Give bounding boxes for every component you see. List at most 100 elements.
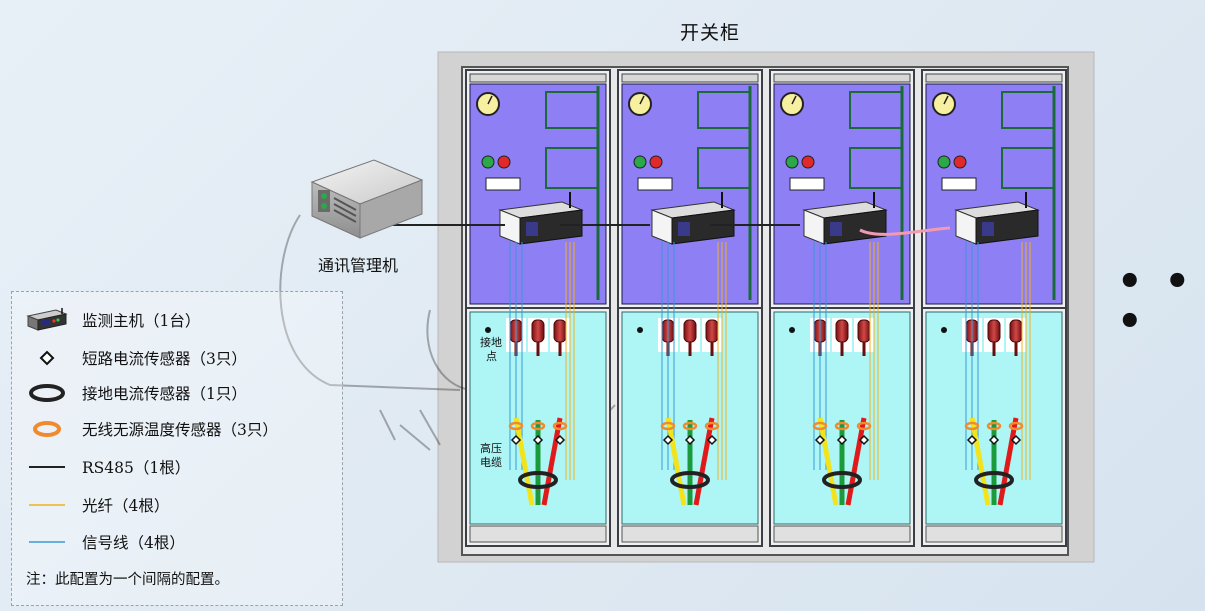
- cabinet-base: [773, 525, 911, 543]
- monitor-host-screen: [678, 222, 690, 236]
- monitor-host-icon: [12, 308, 82, 332]
- insulator-icon: [531, 319, 545, 343]
- cabinet-base: [469, 525, 607, 543]
- comm-manager-server: [310, 159, 424, 239]
- rs485-bus: [385, 224, 951, 236]
- legend-item-signal: 信号线（4根）: [12, 528, 185, 556]
- indicator-light-red: [497, 155, 511, 169]
- insulator-icon: [835, 319, 849, 343]
- temperature-sensor: [964, 421, 980, 431]
- temperature-sensor: [986, 421, 1002, 431]
- comm-manager-label: 通讯管理机: [318, 256, 399, 275]
- cabinet-base: [621, 525, 759, 543]
- cabinet-top-rail: [773, 73, 911, 83]
- legend-text-signal: 信号线（4根）: [82, 534, 185, 552]
- insulator-icon: [1009, 319, 1023, 343]
- short-circuit-sensor: [1010, 434, 1022, 446]
- terminal-block: [941, 177, 977, 191]
- legend-text-ground-current-sensor: 接地电流传感器（1只）: [82, 385, 247, 403]
- insulator-icon: [705, 319, 719, 343]
- temperature-sensor: [530, 421, 546, 431]
- cable-red: [997, 417, 1019, 506]
- ground-point: [789, 327, 795, 333]
- cable-red: [541, 417, 563, 506]
- gauge-needle: [487, 95, 493, 105]
- rs485-line-icon: [12, 462, 82, 472]
- legend-panel: 监测主机（1台） 短路电流传感器（3只） 接地电流传感器（1只） 无线无源温度传…: [11, 291, 343, 606]
- cabinet-top-rail: [469, 73, 607, 83]
- indicator-light-red: [649, 155, 663, 169]
- ground-point-label-2: 点: [486, 350, 497, 363]
- ground-current-sensor-icon: [12, 382, 82, 404]
- temperature-sensor: [660, 421, 676, 431]
- short-circuit-sensor: [684, 434, 696, 446]
- legend-text-monitor-host: 监测主机（1台）: [82, 312, 201, 330]
- short-circuit-sensor: [554, 434, 566, 446]
- legend-text-short-circuit-sensor: 短路电流传感器（3只）: [82, 350, 247, 368]
- short-circuit-sensor: [988, 434, 1000, 446]
- instrument-panel: [469, 83, 607, 305]
- gauge-needle: [791, 95, 797, 105]
- short-circuit-sensor: [662, 434, 674, 446]
- instrument-panel: [773, 83, 911, 305]
- indicator-light-green: [937, 155, 951, 169]
- legend-text-fiber: 光纤（4根）: [82, 497, 170, 515]
- terminal-block: [789, 177, 825, 191]
- cable-yellow: [665, 417, 687, 506]
- cable-yellow: [513, 417, 535, 506]
- indicator-light-green: [481, 155, 495, 169]
- gauge-needle: [639, 95, 645, 105]
- temperature-sensor: [704, 421, 720, 431]
- short-circuit-sensor: [510, 434, 522, 446]
- terminal-block: [485, 177, 521, 191]
- ground-current-sensor: [822, 471, 862, 489]
- legend-item-monitor-host: 监测主机（1台）: [12, 306, 200, 334]
- temperature-sensor-icon: [12, 418, 82, 440]
- temperature-sensor: [856, 421, 872, 431]
- legend-note: 注：此配置为一个间隔的配置。: [26, 572, 229, 588]
- insulator-icon: [987, 319, 1001, 343]
- short-circuit-sensor: [966, 434, 978, 446]
- temperature-sensor: [682, 421, 698, 431]
- insulator-icon: [857, 319, 871, 343]
- short-circuit-sensor: [814, 434, 826, 446]
- instrument-panel: [621, 83, 759, 305]
- legend-item-temperature-sensor: 无线无源温度传感器（3只）: [12, 415, 278, 443]
- short-circuit-sensor: [836, 434, 848, 446]
- legend-item-short-circuit-sensor: 短路电流传感器（3只）: [12, 344, 247, 372]
- ground-point-label: 接地: [480, 336, 502, 349]
- legend-item-rs485: RS485（1根）: [12, 453, 190, 481]
- legend-text-temperature-sensor: 无线无源温度传感器（3只）: [82, 421, 278, 439]
- ground-point: [485, 327, 491, 333]
- indicator-light-red: [953, 155, 967, 169]
- temperature-sensor: [508, 421, 524, 431]
- cable-red: [693, 417, 715, 506]
- signal-line-icon: [12, 537, 82, 547]
- hv-cable-label: 高压: [480, 441, 502, 455]
- short-circuit-sensor-icon: [12, 348, 82, 368]
- temperature-sensor: [812, 421, 828, 431]
- temperature-sensor: [1008, 421, 1024, 431]
- ground-current-sensor: [974, 471, 1014, 489]
- short-circuit-sensor: [532, 434, 544, 446]
- switchgear-cabinet-1: [465, 69, 611, 547]
- ground-point: [941, 327, 947, 333]
- cable-yellow: [969, 417, 991, 506]
- switchgear-cabinet-4: [921, 69, 1067, 547]
- gauge-needle: [943, 95, 949, 105]
- more-cabinets-ellipsis: • • •: [1117, 258, 1195, 345]
- short-circuit-sensor: [706, 434, 718, 446]
- ground-current-sensor: [670, 471, 710, 489]
- legend-item-fiber: 光纤（4根）: [12, 491, 169, 519]
- legend-item-ground-current-sensor: 接地电流传感器（1只）: [12, 379, 247, 407]
- switchgear-cabinet-3: [769, 69, 915, 547]
- legend-text-rs485: RS485（1根）: [82, 459, 191, 477]
- monitor-host-screen: [526, 222, 538, 236]
- cable-red: [845, 417, 867, 506]
- cable-yellow: [817, 417, 839, 506]
- fiber-line-icon: [12, 500, 82, 510]
- temperature-sensor: [834, 421, 850, 431]
- indicator-light-green: [785, 155, 799, 169]
- monitor-host-screen: [982, 222, 994, 236]
